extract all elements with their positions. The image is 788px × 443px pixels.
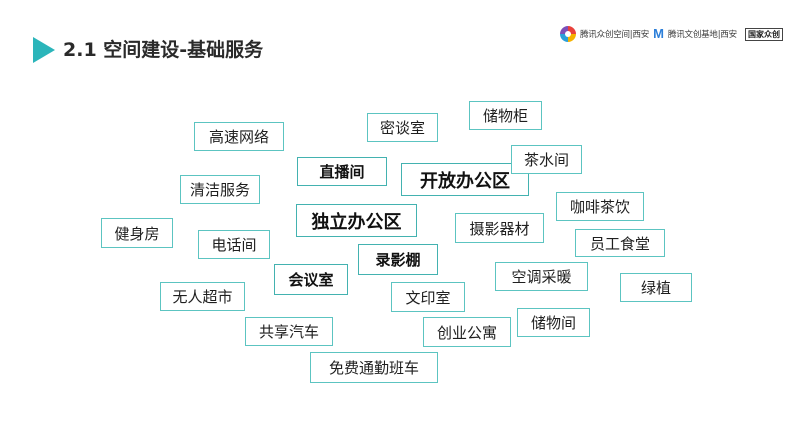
logo2-text: 腾讯文创基地|西安 [667,30,737,40]
tencent-culture-logo-icon: M [653,26,664,41]
tag-lockers: 储物柜 [469,101,542,130]
tag-gym: 健身房 [101,218,173,248]
tag-high-speed-network: 高速网络 [194,122,284,151]
tag-recording-studio: 录影棚 [358,244,438,275]
national-maker-badge: 国家众创 [745,27,783,41]
tag-open-office: 开放办公区 [401,163,529,196]
tag-startup-apartment: 创业公寓 [423,317,511,347]
tag-photo-equipment: 摄影器材 [455,213,544,243]
tag-unmanned-store: 无人超市 [160,282,245,311]
logo-bar: 腾讯众创空间|西安 M 腾讯文创基地|西安 国家众创 [560,25,783,43]
tag-meeting-room: 会议室 [274,264,348,295]
tag-free-shuttle-bus: 免费通勤班车 [310,352,438,383]
logo1-text: 腾讯众创空间|西安 [580,30,650,40]
tencent-space-logo-icon [560,26,576,42]
tag-storage-room: 储物间 [517,308,590,337]
tag-phone-booth: 电话间 [198,230,270,259]
tag-print-room: 文印室 [391,282,465,312]
tag-staff-canteen: 员工食堂 [575,229,665,257]
tag-shared-car: 共享汽车 [245,317,333,346]
play-arrow-icon [33,37,55,63]
tag-live-studio: 直播间 [297,157,387,186]
tag-cleaning-service: 清洁服务 [180,175,260,204]
tag-coffee-drinks: 咖啡茶饮 [556,192,644,221]
tag-plants: 绿植 [620,273,692,302]
tag-private-meeting-room: 密谈室 [367,113,438,142]
tag-tea-room: 茶水间 [511,145,582,174]
page-title: 2.1 空间建设-基础服务 [63,39,264,61]
tag-private-office: 独立办公区 [296,204,417,237]
tag-air-conditioning: 空调采暖 [495,262,588,291]
